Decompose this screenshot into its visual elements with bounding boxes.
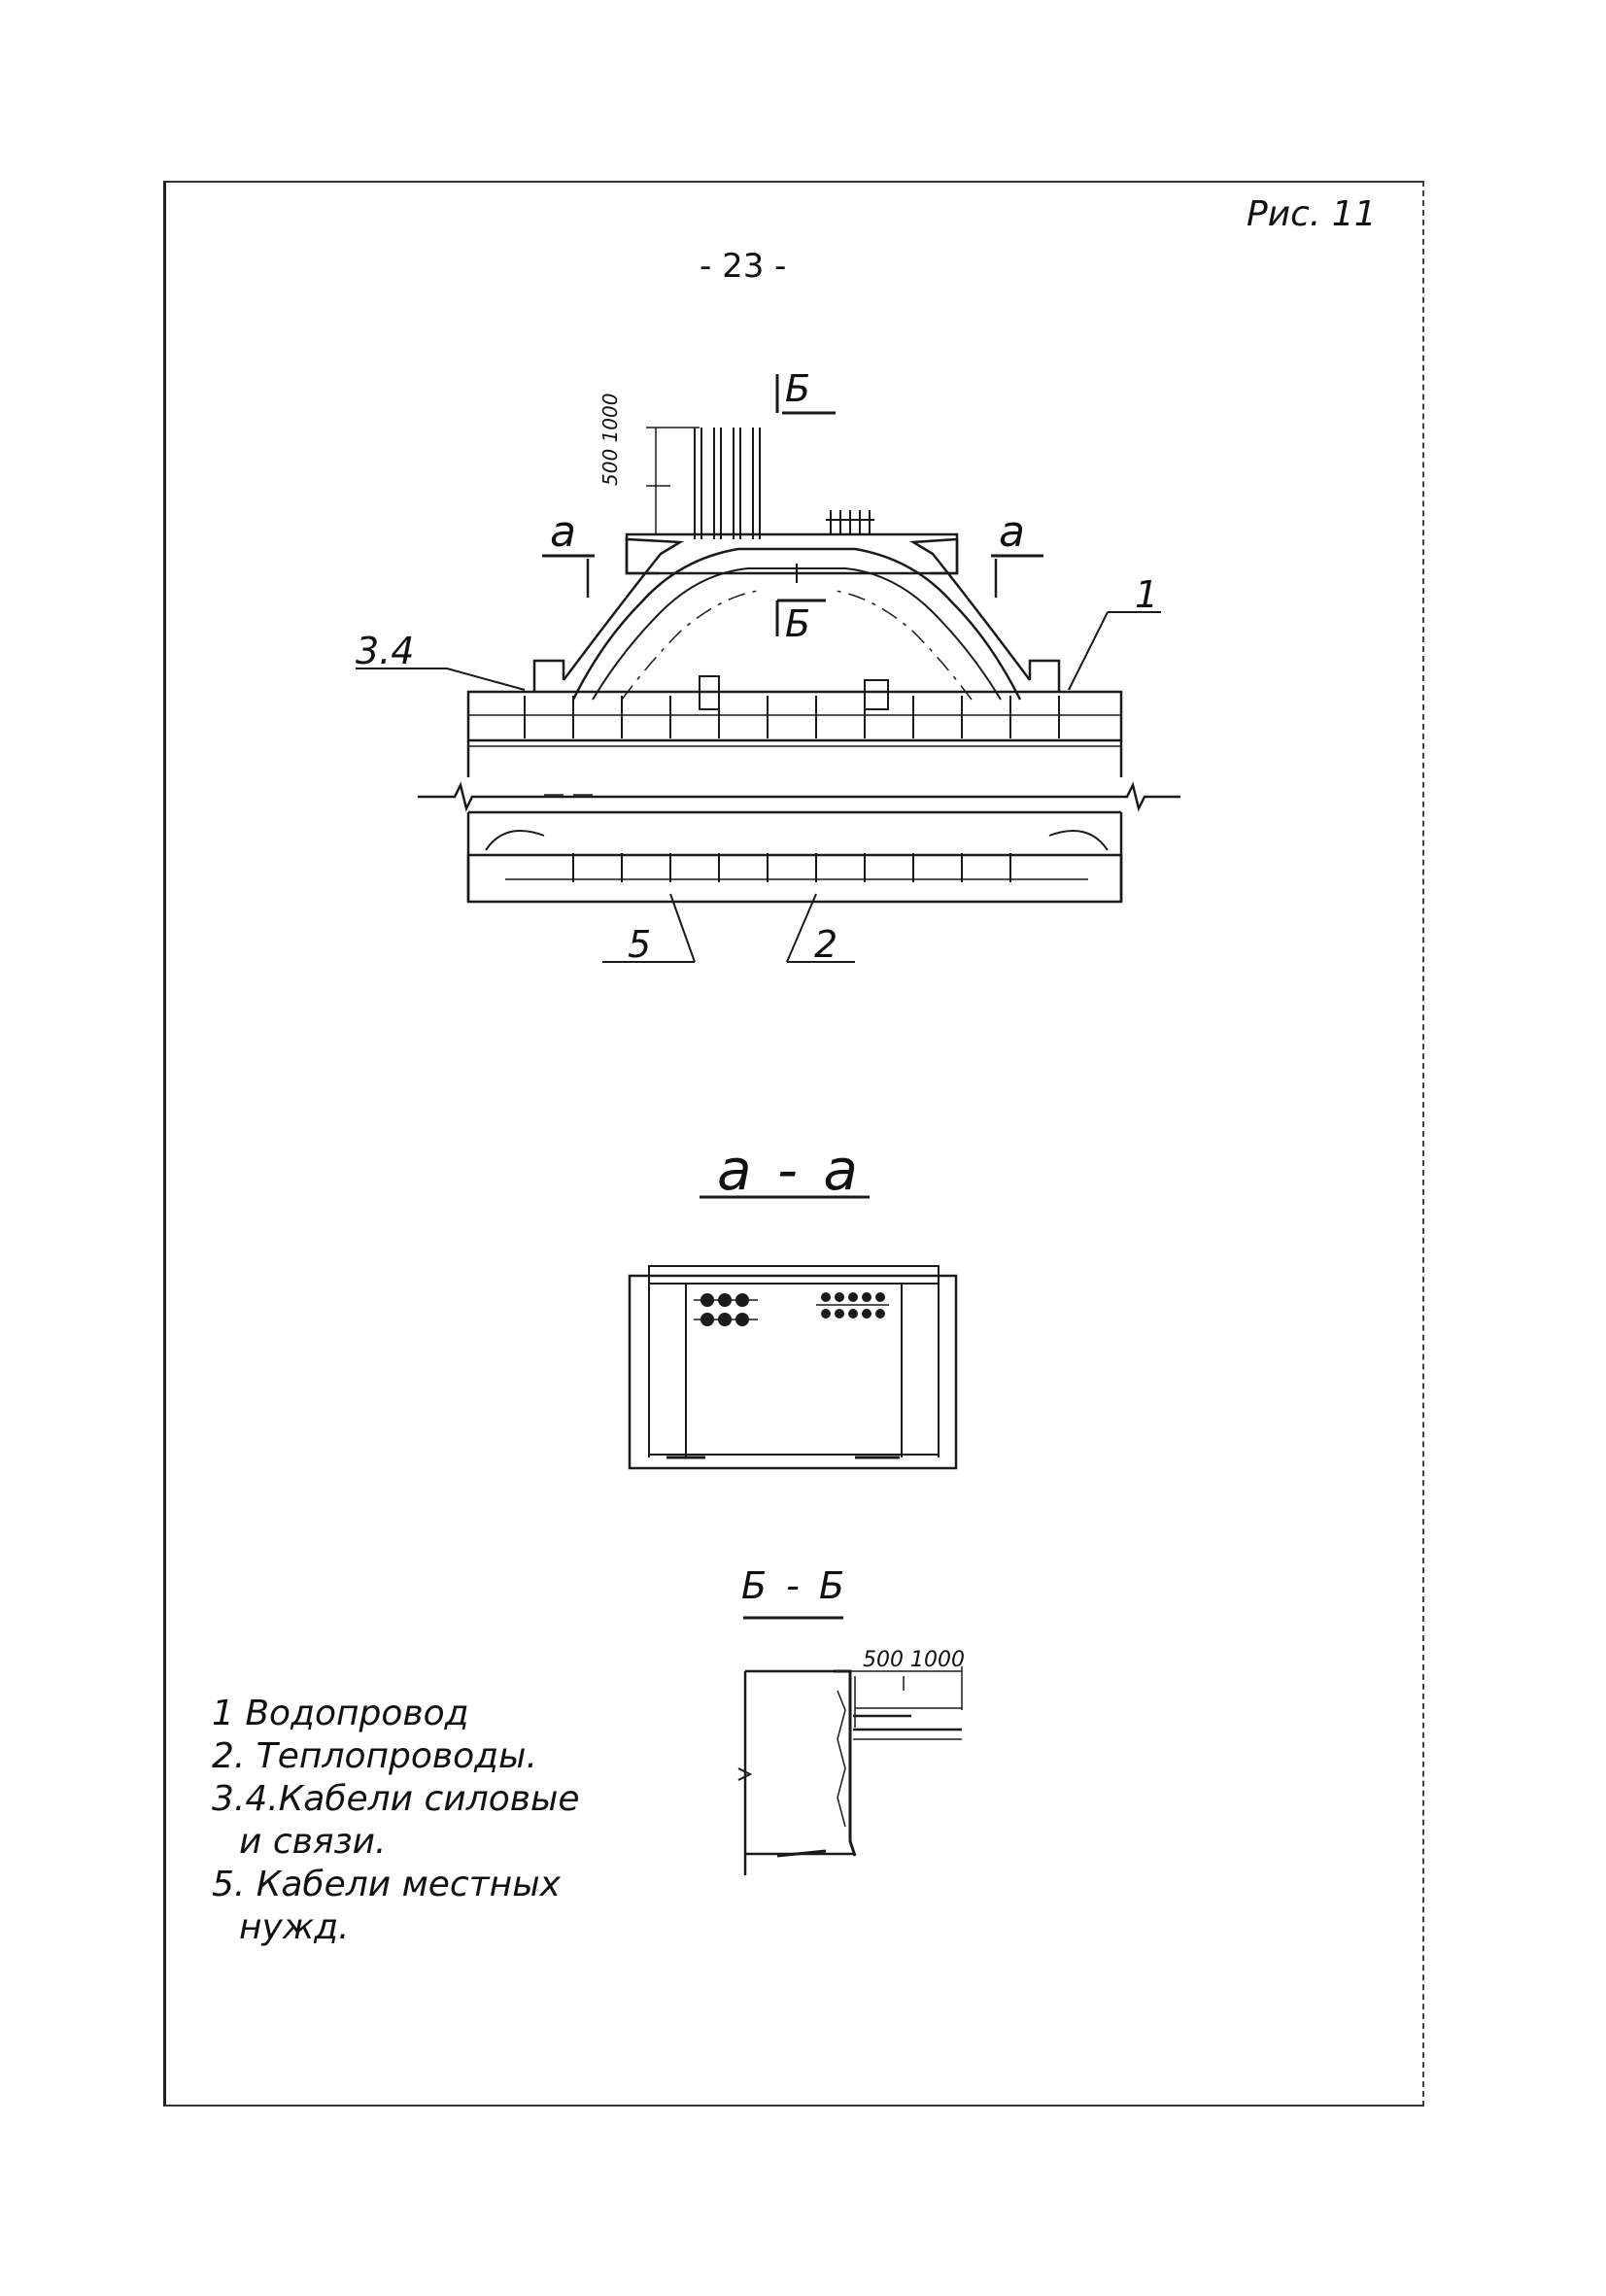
section-b-label-bottom: Б	[785, 602, 811, 645]
figure-label: Рис. 11	[1247, 194, 1377, 234]
legend-item-3-cont: и связи.	[239, 1822, 387, 1862]
legend-item-1: 1 Водопровод	[212, 1694, 469, 1733]
section-aa-title: а - а	[717, 1137, 862, 1203]
legend-item-5: 5. Кабели местных	[212, 1865, 561, 1904]
page-number: - 23 -	[700, 247, 787, 286]
callout-2: 2	[814, 923, 838, 966]
section-aa-outer	[628, 1274, 958, 1470]
section-aa-pipes-left	[700, 1293, 749, 1326]
tunnel-lower-wall	[466, 853, 1123, 904]
legend-item-2: 2. Теплопроводы.	[212, 1736, 537, 1776]
plan-view	[356, 374, 1180, 963]
callout-1: 1	[1135, 573, 1159, 616]
section-a-label-right: а	[999, 507, 1025, 557]
legend-item-3: 3.4.Кабели силовые	[212, 1779, 580, 1819]
plan-dimension-label: 500 1000	[598, 393, 622, 486]
drawing-frame	[163, 181, 1424, 2107]
callout-3-4: 3.4	[356, 630, 415, 672]
chamber-top	[625, 532, 959, 575]
callout-5: 5	[628, 923, 652, 966]
tunnel-upper-wall	[466, 690, 1123, 742]
section-bb-drawing	[737, 1616, 963, 1875]
section-aa-drawing	[628, 1195, 958, 1470]
section-b-label-top: Б	[785, 367, 811, 410]
section-a-label-left: а	[550, 507, 576, 557]
section-bb-dimension-label: 500 1000	[863, 1648, 965, 1672]
break-line	[418, 781, 1180, 812]
section-aa-pipes-right	[821, 1292, 885, 1319]
pipe-arch-outer	[571, 547, 1022, 701]
section-bb-title: Б - Б	[741, 1564, 849, 1607]
legend: 1 Водопровод 2. Теплопроводы. 3.4.Кабели…	[212, 1693, 580, 1949]
section-bb-wall	[834, 1669, 857, 1857]
legend-item-5-cont: нужд.	[239, 1907, 350, 1947]
